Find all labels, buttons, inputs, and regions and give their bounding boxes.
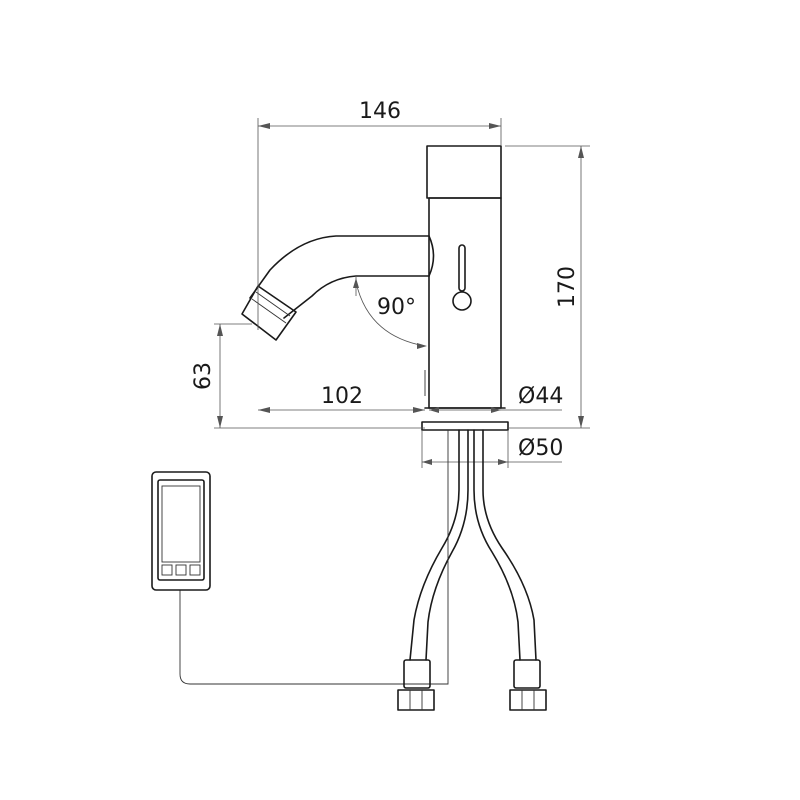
control-box-outer — [151, 471, 211, 591]
dim-height: 170 — [505, 145, 590, 429]
control-box — [151, 471, 211, 591]
hose-left-inner — [425, 429, 469, 661]
faucet-body — [421, 145, 509, 431]
hose-right-nut — [509, 689, 547, 711]
dim-label-102: 102 — [321, 384, 363, 409]
sensor-cable — [179, 430, 449, 685]
spout — [241, 235, 435, 341]
hose-left-ferrule — [403, 659, 431, 689]
box-terminal-3 — [189, 564, 201, 576]
hose-left-nut — [397, 689, 435, 711]
angle-marker: 90° — [353, 276, 427, 349]
arrow-170-top — [578, 146, 584, 158]
battery-compartment — [161, 485, 201, 563]
arrow-63-bottom — [217, 416, 223, 428]
arrow-170-bottom — [578, 416, 584, 428]
hose-right-outer — [482, 429, 537, 661]
arrow-44-right — [491, 407, 501, 413]
angle-arrow-right — [417, 343, 427, 349]
arrow-102-right — [413, 407, 425, 413]
angle-label: 90° — [377, 295, 416, 320]
arrow-146-right — [489, 123, 501, 129]
angle-arc — [355, 281, 426, 347]
control-box-inner — [157, 479, 205, 581]
arrow-146-left — [258, 123, 270, 129]
lever-handle — [458, 244, 466, 292]
arrow-50-left — [422, 459, 432, 465]
dim-base-diameter: Ø50 — [421, 430, 563, 468]
box-terminal-2 — [175, 564, 187, 576]
arrow-63-top — [217, 324, 223, 336]
lever-knob — [452, 291, 472, 311]
dim-overall-length: 146 — [257, 99, 502, 330]
supply-hoses — [179, 429, 547, 711]
arrow-44-left — [429, 407, 439, 413]
hose-right-inner — [473, 429, 521, 661]
spout-top-edge — [249, 235, 430, 299]
dim-label-146: 146 — [359, 99, 401, 124]
dim-label-50: Ø50 — [518, 436, 563, 461]
arrow-102-left — [258, 407, 270, 413]
dim-label-44: Ø44 — [518, 384, 563, 409]
faucet-cap — [426, 145, 502, 199]
dim-label-170: 170 — [555, 266, 580, 308]
dim-label-63: 63 — [191, 362, 216, 390]
angle-arrow-top — [353, 278, 359, 288]
aerator-ring-1 — [255, 291, 291, 317]
box-terminal-1 — [161, 564, 173, 576]
hose-left-outer — [409, 429, 460, 661]
faucet-column — [428, 197, 502, 409]
hose-right-ferrule — [513, 659, 541, 689]
spout-joint — [428, 235, 435, 277]
dim-spout-height: 63 — [191, 323, 425, 429]
spout-aerator — [241, 285, 297, 341]
dim-spout-reach: 102 — [258, 384, 425, 413]
arrow-50-right — [498, 459, 508, 465]
faucet-base-plate — [421, 421, 509, 431]
dim-body-diameter: Ø44 — [429, 384, 563, 413]
